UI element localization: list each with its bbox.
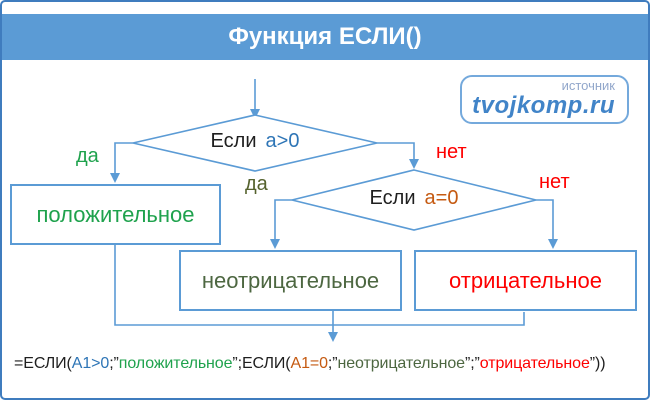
- result-box-negative: отрицательное: [414, 250, 637, 311]
- decision-2-label: Если a=0: [302, 187, 526, 210]
- branch-yes-1-connector: [110, 142, 133, 183]
- formula-segment: неотрицательное: [337, 355, 466, 372]
- branch-yes-2-connector: [270, 199, 292, 249]
- formula-segment: ;”: [327, 355, 338, 372]
- decision-1-diamond: [132, 114, 378, 172]
- header-bar: Функция ЕСЛИ(): [2, 14, 648, 60]
- formula-segment: ”)): [589, 355, 606, 372]
- formula-segment: ”;”: [464, 355, 480, 372]
- branch-yes-label-2: да: [245, 173, 268, 195]
- decision-2-condition: a=0: [424, 187, 459, 209]
- formula-arrow: [328, 311, 338, 342]
- formula-segment: ”;ЕСЛИ(: [232, 355, 291, 372]
- formula-segment: A1>0: [71, 355, 110, 372]
- formula-segment: положительное: [118, 355, 233, 372]
- merge-connector: [114, 245, 525, 326]
- decision-2-diamond: [291, 169, 537, 231]
- result-box-positive: положительное: [10, 184, 221, 245]
- formula-segment: A1=0: [290, 355, 329, 372]
- branch-yes-label-1: да: [76, 145, 99, 167]
- branch-no-label-2: нет: [539, 171, 570, 193]
- formula-segment: ;”: [109, 355, 119, 372]
- decision-1-condition: a>0: [265, 130, 300, 152]
- decision-2-prefix: Если: [369, 187, 416, 209]
- branch-no-label-1: нет: [436, 141, 467, 163]
- logo-source-label: источник: [561, 78, 615, 93]
- decision-1-label: Если a>0: [143, 130, 367, 153]
- page-title: Функция ЕСЛИ(): [228, 23, 422, 50]
- logo-badge: источник tvojkomp.ru: [460, 75, 629, 124]
- result-box-nonnegative: неотрицательное: [179, 250, 402, 311]
- formula-segment: =ЕСЛИ(: [14, 355, 72, 372]
- excel-formula: =ЕСЛИ(A1>0;”положительное”;ЕСЛИ(A1=0;”не…: [14, 355, 606, 373]
- start-arrow: [250, 79, 260, 119]
- branch-no-1-connector: [377, 142, 419, 169]
- formula-segment: отрицательное: [479, 355, 590, 372]
- branch-no-2-connector: [536, 199, 558, 249]
- logo-site-name: tvojkomp.ru: [472, 92, 615, 119]
- decision-1-prefix: Если: [210, 130, 257, 152]
